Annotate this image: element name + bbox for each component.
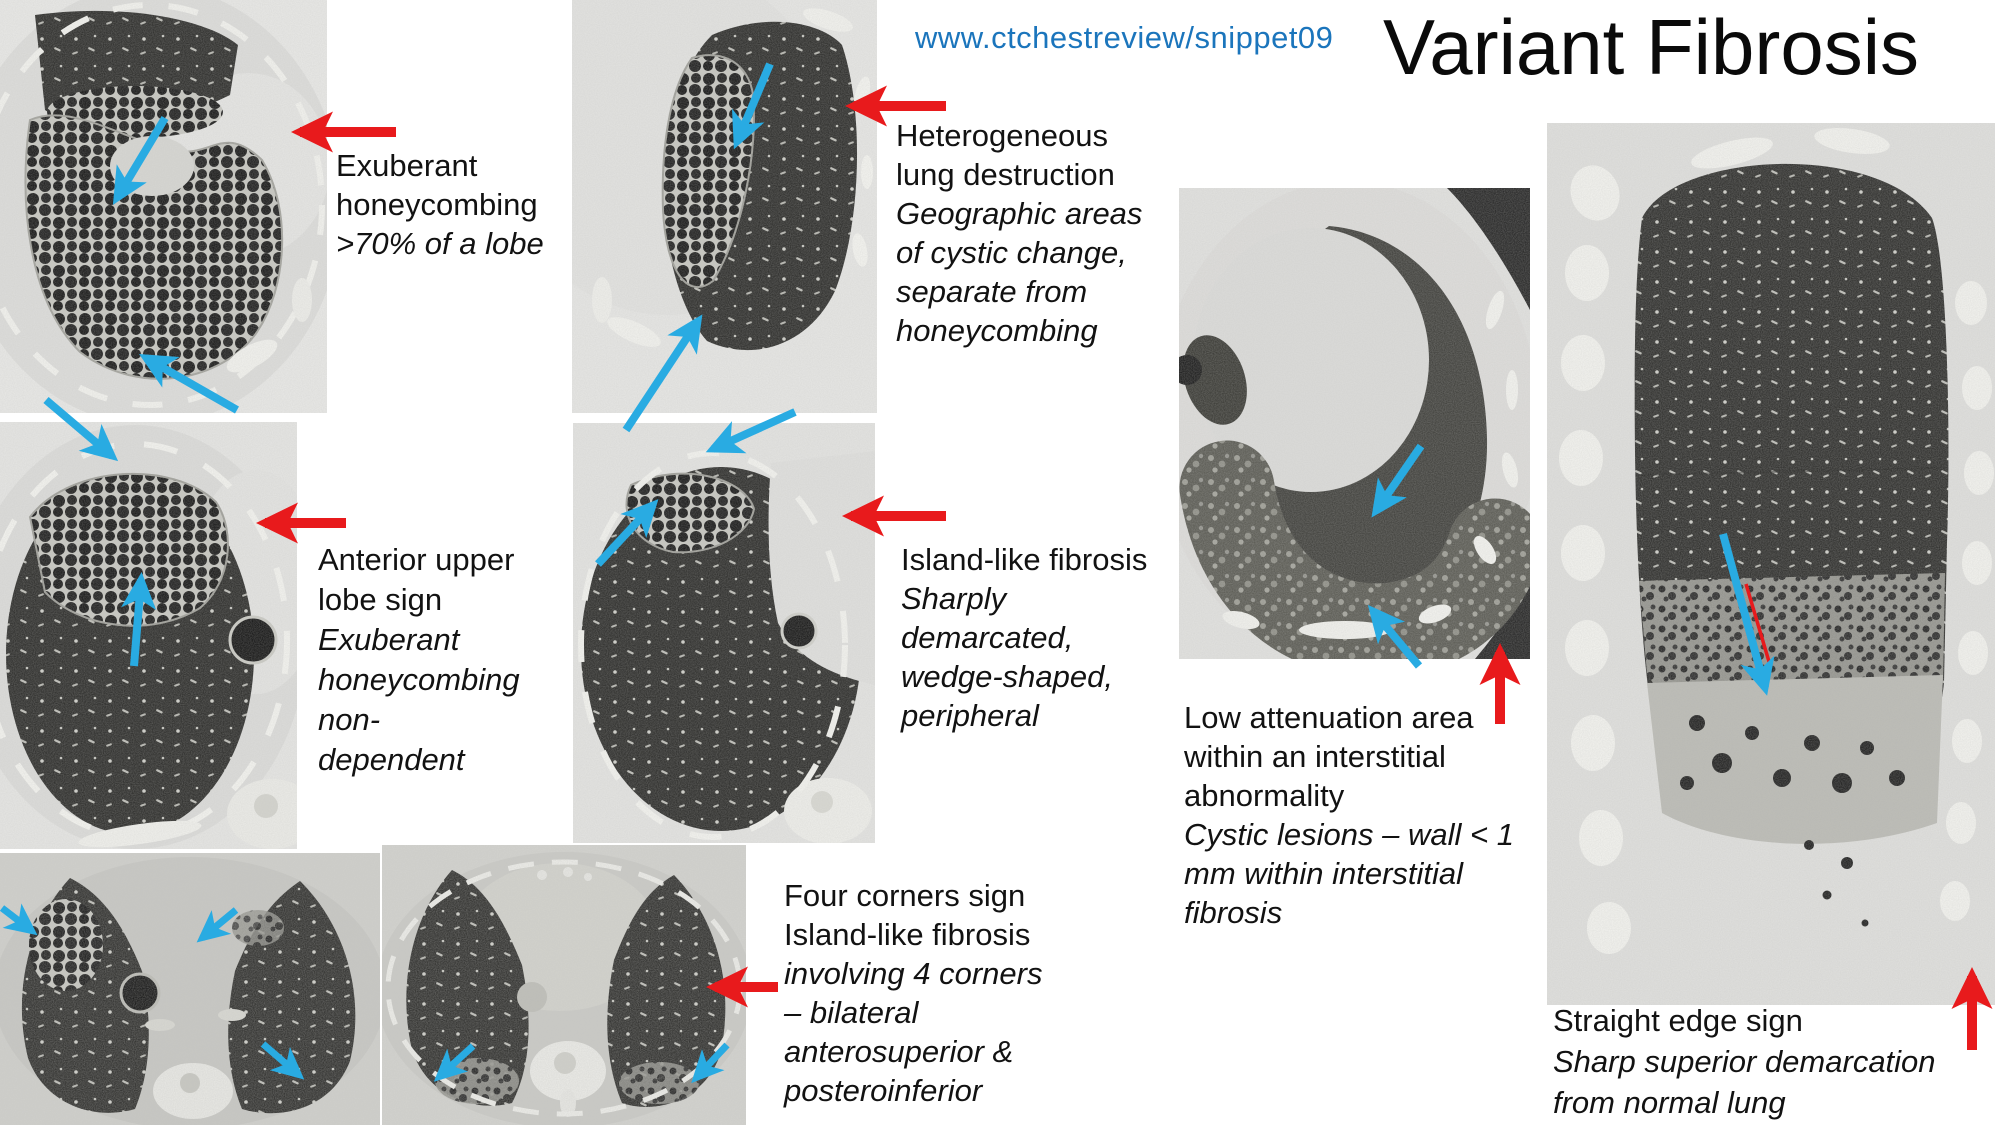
annotation-line: Cystic lesions – wall < 1 bbox=[1184, 817, 1514, 852]
annotation-line: Four corners sign bbox=[784, 878, 1026, 913]
annotation-line: Low attenuation area bbox=[1184, 700, 1474, 735]
annotation-island-like-fibrosis: Island-like fibrosis Sharply demarcated,… bbox=[901, 540, 1147, 735]
annotation-line: Anterior upper bbox=[318, 542, 515, 577]
ct-straight-edge-image bbox=[1547, 123, 1995, 1005]
annotation-line: Geographic areas bbox=[896, 196, 1143, 231]
ct-four-corners-upper-image bbox=[0, 853, 380, 1125]
slide-title: Variant Fibrosis bbox=[1383, 3, 1920, 91]
annotation-line: of cystic change, bbox=[896, 235, 1127, 270]
annotation-low-attenuation: Low attenuation area within an interstit… bbox=[1184, 698, 1514, 932]
annotation-straight-edge: Straight edge sign Sharp superior demarc… bbox=[1553, 1000, 1936, 1123]
annotation-line: abnormality bbox=[1184, 778, 1345, 813]
annotation-line: peripheral bbox=[901, 698, 1039, 733]
annotation-line: posteroinferior bbox=[784, 1073, 983, 1108]
annotation-line: Exuberant bbox=[318, 622, 460, 657]
annotation-line: involving 4 corners bbox=[784, 956, 1043, 991]
ct-anterior-upper-lobe-image bbox=[0, 422, 297, 849]
annotation-four-corners: Four corners sign Island-like fibrosis i… bbox=[784, 876, 1042, 1110]
annotation-anterior-upper-lobe: Anterior upper lobe sign Exuberant honey… bbox=[318, 540, 520, 780]
annotation-line: Straight edge sign bbox=[1553, 1003, 1803, 1038]
annotation-line: from normal lung bbox=[1553, 1085, 1786, 1120]
annotation-line: mm within interstitial bbox=[1184, 856, 1464, 891]
ct-island-like-fibrosis-image bbox=[573, 423, 875, 843]
annotation-line: Sharply bbox=[901, 581, 1007, 616]
annotation-line: honeycombing bbox=[336, 187, 538, 222]
annotation-heterogeneous-destruction: Heterogeneous lung destruction Geographi… bbox=[896, 116, 1142, 350]
annotation-line: Island-like fibrosis bbox=[901, 542, 1148, 577]
annotation-line: fibrosis bbox=[1184, 895, 1283, 930]
annotation-line: Island-like fibrosis bbox=[784, 917, 1031, 952]
annotation-line: lung destruction bbox=[896, 157, 1115, 192]
annotation-line: – bilateral bbox=[784, 995, 919, 1030]
annotation-line: Heterogeneous bbox=[896, 118, 1108, 153]
ct-heterogeneous-destruction-image bbox=[572, 0, 877, 413]
annotation-exuberant-honeycombing: Exuberant honeycombing >70% of a lobe bbox=[336, 146, 544, 263]
annotation-line: lobe sign bbox=[318, 582, 443, 617]
annotation-line: >70% of a lobe bbox=[336, 226, 544, 261]
ct-low-attenuation-image bbox=[1179, 188, 1530, 659]
website-link[interactable]: www.ctchestreview/snippet09 bbox=[915, 20, 1334, 55]
annotation-line: honeycombing bbox=[318, 662, 520, 697]
annotation-line: wedge-shaped, bbox=[901, 659, 1113, 694]
annotation-line: non- bbox=[318, 702, 381, 737]
annotation-line: Exuberant bbox=[336, 148, 478, 183]
annotation-line: separate from bbox=[896, 274, 1088, 309]
ct-four-corners-lower-image bbox=[382, 845, 746, 1125]
annotation-line: demarcated, bbox=[901, 620, 1074, 655]
annotation-line: Sharp superior demarcation bbox=[1553, 1044, 1936, 1079]
ct-exuberant-honeycombing-image bbox=[0, 0, 327, 413]
annotation-line: dependent bbox=[318, 742, 465, 777]
annotation-line: within an interstitial bbox=[1184, 739, 1446, 774]
annotation-line: anterosuperior & bbox=[784, 1034, 1014, 1069]
annotation-line: honeycombing bbox=[896, 313, 1098, 348]
